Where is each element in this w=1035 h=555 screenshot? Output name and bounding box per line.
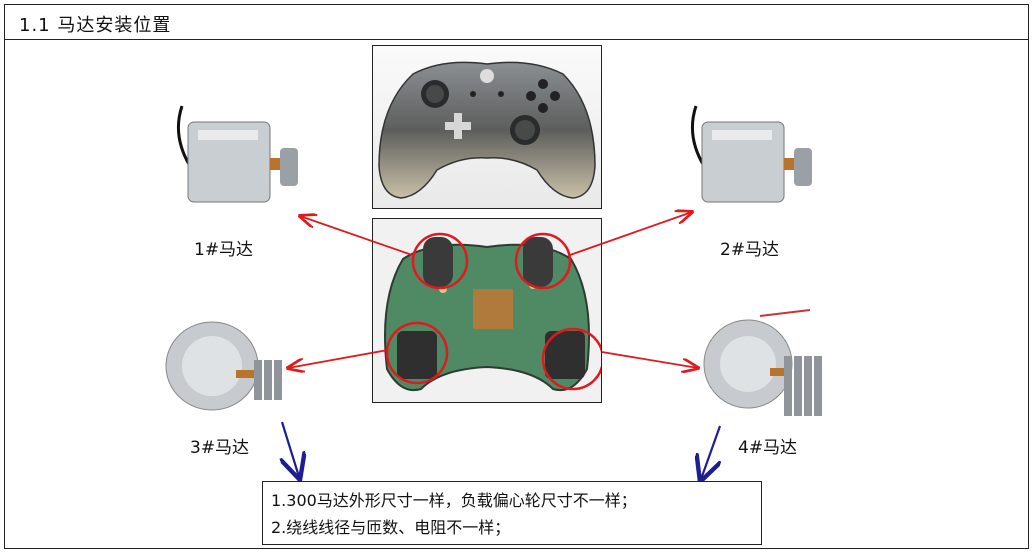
motor-4-photo <box>700 308 832 424</box>
arrow-to-motor-2 <box>569 212 692 256</box>
controller-internal-photo <box>372 218 602 403</box>
highlight-motor-3 <box>385 321 449 385</box>
note-box: 1.300马达外形尺寸一样，负载偏心轮尺寸不一样； 2.绕线线径与匝数、电阻不一… <box>262 481 762 545</box>
note-line-2: 2.绕线线径与匝数、电阻不一样； <box>271 518 511 537</box>
motor-1-photo <box>162 96 302 220</box>
arrow-motor-4-to-note <box>700 425 720 482</box>
controller-front-photo <box>372 45 602 209</box>
note-line-1: 1.300马达外形尺寸一样，负载偏心轮尺寸不一样； <box>271 491 637 510</box>
motor-4-label: 4#马达 <box>738 438 798 458</box>
highlight-motor-1 <box>411 232 469 290</box>
motor-1-label: 1#马达 <box>194 240 254 260</box>
highlight-motor-2 <box>514 232 572 290</box>
motor-3-label: 3#马达 <box>190 438 250 458</box>
arrow-motor-3-to-note <box>282 421 300 480</box>
motor-2-photo <box>676 96 816 220</box>
section-title: 1.1 马达安装位置 <box>19 15 172 36</box>
arrow-to-motor-3 <box>288 349 389 368</box>
section-header: 1.1 马达安装位置 <box>4 4 1029 40</box>
motor-3-photo <box>160 308 292 420</box>
arrow-to-motor-1 <box>300 216 413 256</box>
motor-2-label: 2#马达 <box>720 240 780 260</box>
highlight-motor-4 <box>541 327 601 391</box>
arrow-to-motor-4 <box>601 351 698 368</box>
